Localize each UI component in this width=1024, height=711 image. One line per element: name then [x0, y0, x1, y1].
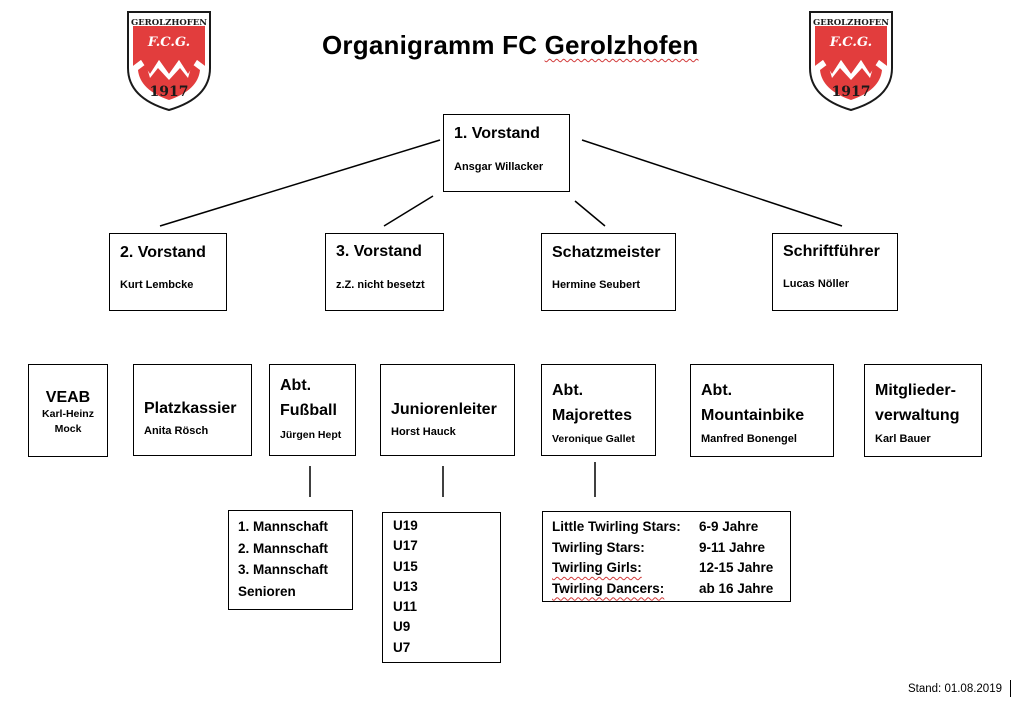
box-treasurer: Schatzmeister Hermine Seubert	[541, 233, 676, 311]
football-teams-list: 1. Mannschaft 2. Mannschaft 3. Mannschaf…	[238, 516, 328, 602]
platzkassier-title: Platzkassier	[144, 400, 237, 417]
twirling-groups-list: Little Twirling Stars: 6-9 Jahre Twirlin…	[552, 517, 773, 599]
list-item: 1. Mannschaft	[238, 519, 329, 534]
group-name: Twirling Stars:	[552, 539, 645, 555]
box-third-chair: 3. Vorstand z.Z. nicht besetzt	[325, 233, 444, 311]
footer-stand: Stand: 01.08.2019	[908, 683, 1002, 695]
list-item: U13	[393, 578, 418, 594]
svg-text:GEROLZHOFEN: GEROLZHOFEN	[813, 18, 889, 28]
box-mitglieder: Mitglieder- verwaltung Karl Bauer	[864, 364, 982, 457]
list-item: U15	[393, 558, 418, 574]
list-item: U11	[393, 599, 418, 615]
box-chair: 1. Vorstand Ansgar Willacker	[443, 114, 570, 192]
second-chair-title: 2. Vorstand	[120, 244, 206, 261]
club-logo-left: GEROLZHOFEN F.C.G. 1917	[127, 11, 211, 112]
group-age: 9-11 Jahre	[699, 539, 766, 555]
connector-chair-third	[383, 195, 434, 227]
secretary-name: Lucas Nöller	[783, 278, 850, 290]
mountainbike-title-line2: Mountainbike	[701, 407, 805, 424]
junioren-name: Horst Hauck	[391, 426, 456, 438]
text-cursor	[1010, 680, 1011, 697]
list-item: Little Twirling Stars: 6-9 Jahre	[552, 517, 773, 538]
list-item: U19	[393, 518, 418, 533]
mountainbike-title-line1: Abt.	[701, 382, 733, 399]
chair-name: Ansgar Willacker	[454, 161, 544, 173]
list-item: U9	[393, 619, 411, 635]
box-majorettes: Abt. Majorettes Veronique Gallet	[541, 364, 656, 456]
treasurer-title: Schatzmeister	[552, 244, 661, 261]
connector-chair-treasurer	[574, 200, 606, 227]
box-mountainbike: Abt. Mountainbike Manfred Bonengel	[690, 364, 834, 457]
title-club: Gerolzhofen	[544, 30, 699, 60]
list-item: Twirling Girls: 12-15 Jahre	[552, 558, 773, 579]
page-title: Organigramm FC Gerolzhofen	[322, 30, 698, 61]
group-age: 12-15 Jahre	[699, 560, 774, 575]
second-chair-name: Kurt Lembcke	[120, 279, 194, 291]
mountainbike-name: Manfred Bonengel	[701, 433, 797, 445]
box-platzkassier: Platzkassier Anita Rösch	[133, 364, 252, 456]
chair-title: 1. Vorstand	[454, 125, 540, 142]
platzkassier-name: Anita Rösch	[144, 425, 209, 437]
box-youth-teams: U19 U17 U15 U13 U11 U9 U7	[382, 512, 501, 663]
box-junioren: Juniorenleiter Horst Hauck	[380, 364, 515, 456]
list-item: 2. Mannschaft	[238, 540, 329, 556]
treasurer-name: Hermine Seubert	[552, 279, 641, 291]
connector-chair-second	[159, 139, 441, 227]
box-fussball: Abt. Fußball Jürgen Hept	[269, 364, 356, 456]
list-item: Senioren	[238, 583, 296, 599]
veab-name-line2: Mock	[54, 423, 82, 435]
junioren-title: Juniorenleiter	[391, 401, 497, 418]
list-item: 3. Mannschaft	[238, 562, 329, 578]
majorettes-name: Veronique Gallet	[552, 433, 635, 445]
majorettes-title-line2: Majorettes	[552, 407, 633, 424]
box-secretary: Schriftführer Lucas Nöller	[772, 233, 898, 311]
svg-text:1917: 1917	[150, 84, 189, 100]
svg-text:GEROLZHOFEN: GEROLZHOFEN	[131, 18, 207, 28]
svg-text:1917: 1917	[832, 84, 871, 100]
list-item: Twirling Stars: 9-11 Jahre	[552, 538, 773, 559]
fussball-title-line2: Fußball	[280, 402, 337, 419]
svg-text:F.C.G.: F.C.G.	[829, 35, 872, 50]
fussball-title-line1: Abt.	[280, 377, 312, 394]
secretary-title: Schriftführer	[783, 243, 880, 260]
group-name: Twirling Girls:	[552, 560, 642, 575]
youth-teams-list: U19 U17 U15 U13 U11 U9 U7	[393, 516, 418, 658]
third-chair-name: z.Z. nicht besetzt	[336, 279, 425, 291]
group-name: Twirling Dancers:	[552, 580, 665, 596]
group-name: Little Twirling Stars:	[552, 519, 681, 534]
third-chair-title: 3. Vorstand	[336, 243, 422, 260]
fussball-name: Jürgen Hept	[280, 429, 342, 441]
mitglieder-title-line2: verwaltung	[875, 407, 960, 424]
veab-title: VEAB	[45, 389, 91, 406]
group-age: ab 16 Jahre	[699, 580, 774, 596]
club-logo-right: GEROLZHOFEN F.C.G. 1917	[809, 11, 893, 112]
box-second-chair: 2. Vorstand Kurt Lembcke	[109, 233, 227, 311]
majorettes-title-line1: Abt.	[552, 382, 584, 399]
mitglieder-title-line1: Mitglieder-	[875, 382, 956, 399]
list-item: Twirling Dancers: ab 16 Jahre	[552, 579, 773, 600]
svg-text:F.C.G.: F.C.G.	[147, 35, 190, 50]
box-twirling-groups: Little Twirling Stars: 6-9 Jahre Twirlin…	[542, 511, 791, 602]
group-age: 6-9 Jahre	[699, 519, 759, 534]
list-item: U7	[393, 639, 411, 655]
connector-chair-secretary	[581, 139, 843, 227]
veab-name-line1: Karl-Heinz	[42, 408, 94, 420]
box-veab: VEAB Karl-Heinz Mock	[28, 364, 108, 457]
title-prefix: Organigramm FC	[322, 30, 545, 60]
mitglieder-name: Karl Bauer	[875, 433, 931, 445]
box-football-teams: 1. Mannschaft 2. Mannschaft 3. Mannschaf…	[228, 510, 353, 610]
list-item: U17	[393, 538, 418, 554]
